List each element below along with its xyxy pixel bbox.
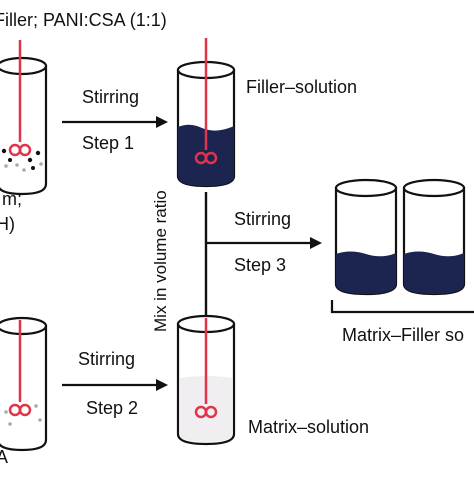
step1-top-label: Stirring xyxy=(82,87,139,107)
mix-ratio-label: Mix in volume ratio xyxy=(151,190,170,332)
stir-bar-icon xyxy=(194,405,218,419)
matrix-filler-beaker-2 xyxy=(402,178,466,296)
matrix-solution-beaker xyxy=(176,314,236,446)
step2-arrow xyxy=(62,379,168,391)
stir-bar-icon xyxy=(8,403,32,417)
step1-arrow xyxy=(62,116,168,128)
stir-bar-icon xyxy=(8,143,32,157)
step3-top-label: Stirring xyxy=(234,209,291,229)
matrix-particles xyxy=(4,404,42,426)
left-bottom-beaker xyxy=(0,316,48,452)
step2-bottom-label: Step 2 xyxy=(86,398,138,418)
left-bottom-label: A xyxy=(0,447,8,467)
step3-bottom-label: Step 3 xyxy=(234,255,286,275)
step1-bottom-label: Step 1 xyxy=(82,133,134,153)
filler-particles xyxy=(1,148,43,172)
matrix-solution-label: Matrix–solution xyxy=(248,417,369,437)
stir-bar-icon xyxy=(194,151,218,165)
filler-solution-label: Filler–solution xyxy=(246,77,357,97)
left-top-label-line1: m; xyxy=(2,189,22,209)
matrix-filler-label: Matrix–Filler so xyxy=(342,325,464,345)
filler-solution-beaker xyxy=(176,38,236,188)
left-top-label-line2: H) xyxy=(0,214,15,234)
step3-arrow xyxy=(206,237,322,249)
step2-top-label: Stirring xyxy=(78,349,135,369)
grouping-bracket xyxy=(330,300,474,314)
header-text: Filler; PANI:CSA (1:1) xyxy=(0,10,167,30)
matrix-filler-beaker-1 xyxy=(334,178,398,296)
left-top-beaker xyxy=(0,40,48,196)
